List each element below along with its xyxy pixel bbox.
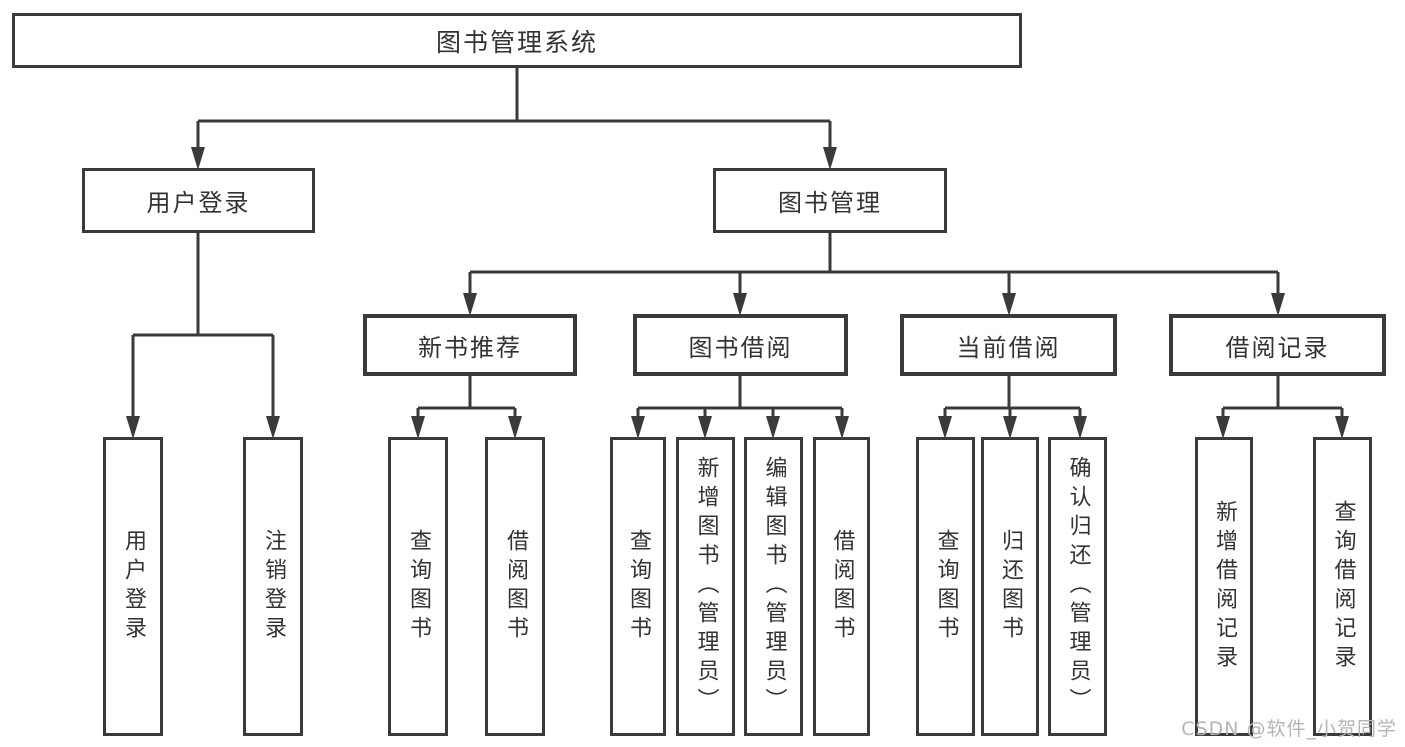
node-label: 注销登录 [261, 528, 286, 645]
node-label: 借阅图书 [829, 528, 855, 645]
node-label: 归还图书 [998, 528, 1023, 645]
node-leaf-logout: 注销登录 [243, 437, 303, 736]
node-label: 新书推荐 [418, 333, 522, 362]
node-leaf-edit-books-admin: 编辑图书（管理员） [744, 437, 803, 736]
node-label: 查询图书 [406, 528, 431, 645]
node-label: 编辑图书（管理员） [761, 456, 787, 717]
node-label: 新增借阅记录 [1212, 499, 1237, 674]
node-label: 借阅图书 [503, 528, 528, 645]
node-leaf-query-books-3: 查询图书 [916, 437, 975, 736]
node-label: 当前借阅 [956, 333, 1061, 362]
node-leaf-confirm-return-admin: 确认归还（管理员） [1048, 437, 1107, 736]
node-book-management: 图书管理 [713, 168, 947, 233]
node-leaf-return-books: 归还图书 [981, 437, 1039, 736]
node-label: 查询图书 [933, 528, 959, 645]
node-label: 查询借阅记录 [1330, 499, 1356, 674]
node-leaf-query-books-2: 查询图书 [610, 437, 666, 736]
node-leaf-borrow-books-1: 借阅图书 [485, 437, 545, 736]
node-label: 借阅记录 [1225, 333, 1330, 362]
arrowheads [126, 147, 1349, 439]
node-label: 用户登录 [121, 528, 146, 645]
node-borrow-records: 借阅记录 [1169, 314, 1386, 376]
node-label: 图书管理系统 [435, 27, 598, 57]
node-book-borrow: 图书借阅 [633, 314, 848, 376]
node-leaf-query-books-1: 查询图书 [388, 437, 448, 736]
node-label: 新增图书（管理员） [693, 456, 719, 717]
node-leaf-add-books-admin: 新增图书（管理员） [676, 437, 735, 736]
node-user-login: 用户登录 [82, 168, 315, 233]
node-leaf-borrow-books-2: 借阅图书 [813, 437, 870, 736]
node-new-book-recommend: 新书推荐 [363, 314, 577, 376]
node-label: 查询图书 [626, 528, 651, 645]
node-label: 图书管理 [778, 189, 882, 217]
node-leaf-add-borrow-record: 新增借阅记录 [1195, 437, 1253, 736]
node-leaf-query-borrow-record: 查询借阅记录 [1313, 437, 1372, 736]
csdn-watermark: CSDN @软件_小贺同学 [1181, 718, 1397, 740]
connector-paths [131, 68, 1344, 416]
node-current-borrow: 当前借阅 [900, 314, 1117, 376]
node-leaf-user-login: 用户登录 [103, 437, 163, 736]
node-label: 图书借阅 [688, 333, 793, 362]
node-label: 确认归还（管理员） [1065, 456, 1091, 717]
node-label: 用户登录 [146, 189, 251, 217]
node-library-system: 图书管理系统 [12, 13, 1022, 68]
